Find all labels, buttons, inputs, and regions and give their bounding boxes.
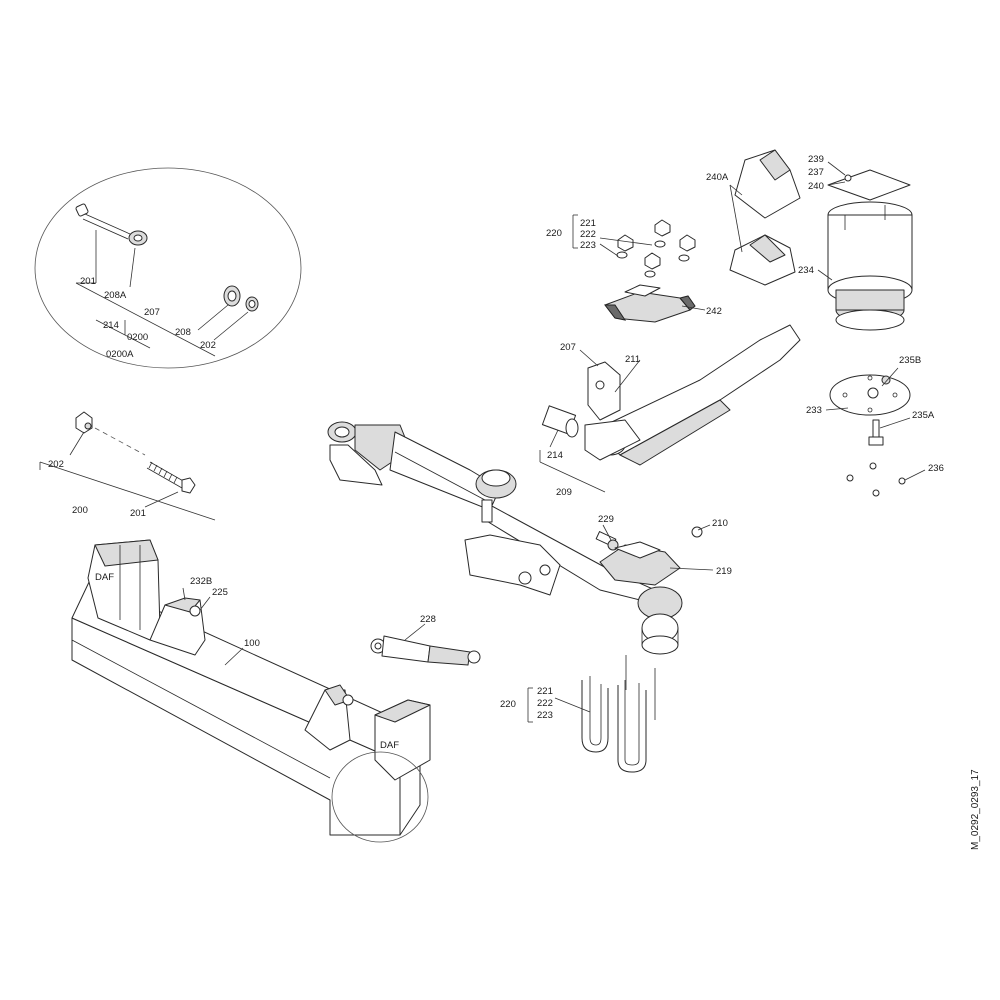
callout-220-bottom: 220 (500, 699, 516, 710)
callout-223-top: 223 (580, 240, 596, 251)
callout-214-detail: 214 (103, 320, 119, 331)
u-bolts-220 (581, 655, 656, 773)
spring-plate-242 (603, 284, 696, 323)
callout-237: 237 (808, 167, 824, 178)
callout-200: 200 (72, 505, 88, 516)
callout-214: 214 (547, 450, 563, 461)
callout-223-bottom: 223 (537, 710, 553, 721)
drawing-id: M_0292_0293_17 (970, 769, 981, 850)
callout-233: 233 (806, 405, 822, 416)
callout-0200A: 0200A (106, 349, 134, 360)
callout-235B: 235B (899, 355, 921, 366)
callout-239: 239 (808, 154, 824, 165)
callout-236: 236 (928, 463, 944, 474)
brackets-240A (729, 149, 801, 286)
bolt-235A (868, 419, 884, 446)
callout-232B: 232B (190, 576, 212, 587)
detail-view-circle (34, 167, 302, 369)
svg-text:DAF: DAF (380, 740, 399, 751)
callout-201: 201 (130, 508, 146, 519)
callout-labels: 201 208A 207 214 0200 0200A 208 202 202 … (48, 154, 944, 721)
callout-208A: 208A (104, 290, 127, 301)
nuts-washers-220 (616, 219, 696, 278)
leaders-209-214 (539, 349, 641, 493)
pin-229 (595, 531, 619, 551)
callout-207: 207 (560, 342, 576, 353)
bushing-214 (541, 405, 579, 438)
callout-leaders (182, 161, 926, 723)
detail-bolt-201 (75, 203, 148, 246)
callout-201-detail: 201 (80, 276, 96, 287)
callout-210: 210 (712, 518, 728, 529)
callout-242: 242 (706, 306, 722, 317)
callout-0200: 0200 (127, 332, 148, 343)
brake-valve (464, 469, 561, 596)
bolt-nut-200 (39, 411, 216, 521)
callout-211: 211 (625, 354, 640, 365)
callout-207-detail: 207 (144, 307, 160, 318)
detail-leaders (75, 230, 249, 357)
callout-229: 229 (598, 514, 614, 525)
frame-100: DAF DAF (71, 539, 431, 843)
callout-208: 208 (175, 327, 191, 338)
plate-233 (829, 374, 911, 416)
callout-228: 228 (420, 614, 436, 625)
detail-bushing-208 (223, 285, 259, 312)
callout-100: 100 (244, 638, 260, 649)
callout-219: 219 (716, 566, 732, 577)
shock-absorber-228 (370, 635, 481, 666)
callout-222-top: 222 (580, 229, 596, 240)
callout-202: 202 (48, 459, 64, 470)
callout-240: 240 (808, 181, 824, 192)
svg-text:DAF: DAF (95, 572, 114, 583)
callout-222-bottom: 222 (537, 698, 553, 709)
callout-220-top: 220 (546, 228, 562, 239)
screws-236 (846, 462, 906, 497)
callout-225: 225 (212, 587, 228, 598)
bracket-207 (587, 361, 621, 421)
callout-209: 209 (556, 487, 572, 498)
air-spring-234 (827, 169, 913, 331)
leaf-spring-211 (584, 324, 801, 466)
callout-240A: 240A (706, 172, 729, 183)
callout-202-detail: 202 (200, 340, 216, 351)
callout-221-top: 221 (580, 218, 596, 229)
callout-234: 234 (798, 265, 814, 276)
callout-235A: 235A (912, 410, 935, 421)
callout-221-bottom: 221 (537, 686, 553, 697)
